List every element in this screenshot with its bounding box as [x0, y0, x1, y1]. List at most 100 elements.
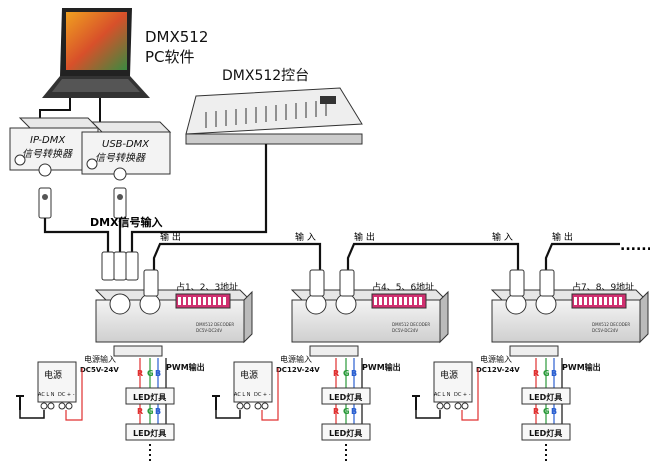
- xlr-socket-in: [305, 293, 327, 315]
- dip-switch-key: [404, 297, 407, 305]
- terminal-screw: [261, 402, 269, 410]
- power-ac-label: AC L N: [234, 392, 251, 398]
- ac-wire: [215, 410, 241, 419]
- xlr-plug-in: [509, 269, 525, 297]
- decoder-voltage: DC5V-24V: [80, 366, 119, 374]
- dip-switch-key: [619, 297, 622, 305]
- pwm-output-label: PWM输出: [362, 362, 401, 372]
- software-title-line2: PC软件: [145, 48, 195, 66]
- power-supply-label: 电源: [44, 369, 62, 381]
- input-label-3: 输 入: [492, 231, 513, 243]
- led-lamp-box: [321, 387, 371, 405]
- ac-plug-icon: [16, 395, 24, 410]
- power-input-label: 电源输入: [84, 354, 116, 364]
- rgb-label-G: G: [147, 407, 154, 416]
- ac-plug-icon: [212, 395, 220, 410]
- power-ac-label: AC L N: [38, 392, 55, 398]
- dip-switch-key: [213, 297, 216, 305]
- led-lamp-label: LED灯具: [329, 392, 362, 402]
- terminal-screw: [243, 402, 251, 410]
- rgb-label-R: R: [333, 407, 339, 416]
- dip-switch-key: [604, 297, 607, 305]
- ip-converter-line2: 信号转换器: [22, 148, 73, 160]
- decoder-terminals: [309, 345, 359, 357]
- ac-wire: [19, 410, 45, 419]
- dc-wire-positive: [461, 368, 479, 421]
- power-dc-label: DC + -: [454, 392, 471, 398]
- dip-switch-key: [183, 297, 186, 305]
- xlr-socket-out: [139, 293, 161, 315]
- terminal-screw: [47, 402, 55, 410]
- rgb-label-B: B: [351, 407, 357, 416]
- cable-d2-to-d3: [346, 242, 520, 280]
- decoder-address: 占4、5、6地址: [372, 281, 434, 293]
- power-supply-label: 电源: [440, 369, 458, 381]
- dip-switch-key: [614, 297, 617, 305]
- dip-switch-key: [188, 297, 191, 305]
- dmx-signal-input-label: DMX信号输入: [90, 215, 163, 229]
- led-lamp-label: LED灯具: [329, 428, 362, 438]
- dip-switch-key: [389, 297, 392, 305]
- dc-wire-positive: [261, 368, 279, 421]
- usb-converter-line1: USB-DMX: [102, 139, 150, 150]
- rgb-label-R: R: [533, 369, 539, 378]
- decoder-address: 占7、8、9地址: [572, 281, 634, 293]
- xlr-plug-ip: [38, 187, 52, 219]
- rgb-label-R: R: [533, 407, 539, 416]
- decoder-side: [639, 290, 649, 344]
- rgb-label-R: R: [137, 369, 143, 378]
- dip-switch-key: [589, 297, 592, 305]
- rgb-label-B: B: [551, 369, 557, 378]
- dip-switch-key: [599, 297, 602, 305]
- dip-switch-key: [594, 297, 597, 305]
- power-supply-box: [37, 361, 77, 403]
- ac-wire: [415, 410, 441, 419]
- dip-switch-key: [203, 297, 206, 305]
- decoder-terminals: [113, 345, 163, 357]
- dip-switch-key: [178, 297, 181, 305]
- dip-switch-key: [414, 297, 417, 305]
- rgb-label-R: R: [137, 407, 143, 416]
- dip-switch-key: [609, 297, 612, 305]
- output-label-1: 输 出: [160, 231, 181, 243]
- console-title: DMX512控台: [222, 68, 309, 84]
- xlr-plug-usb: [113, 187, 127, 219]
- rgb-label-B: B: [551, 407, 557, 416]
- terminal-screw: [236, 402, 244, 410]
- dip-switch-key: [193, 297, 196, 305]
- cable-d3-out: [544, 242, 620, 280]
- terminal-screw: [254, 402, 262, 410]
- xlr-socket-in: [505, 293, 527, 315]
- terminal-screw: [443, 402, 451, 410]
- ip-converter-line1: IP-DMX: [30, 135, 66, 146]
- output-label-2: 输 出: [354, 231, 375, 243]
- cable-console-to-decoder1: [130, 144, 268, 252]
- led-lamp-box: [125, 423, 175, 441]
- decoder-terminals: [509, 345, 559, 357]
- led-lamp-label: LED灯具: [133, 392, 166, 402]
- terminal-screw: [65, 402, 73, 410]
- terminal-screw: [436, 402, 444, 410]
- rgb-label-G: G: [543, 369, 550, 378]
- rgb-label-R: R: [333, 369, 339, 378]
- xlr-socket-in: [109, 293, 131, 315]
- led-lamp-label: LED灯具: [529, 428, 562, 438]
- laptop-icon: [42, 8, 150, 98]
- dip-switch-key: [208, 297, 211, 305]
- software-title-line1: DMX512: [145, 28, 208, 46]
- dip-switch-key: [218, 297, 221, 305]
- continuation-dots: ......: [620, 238, 650, 254]
- pwm-output-label: PWM输出: [166, 362, 205, 372]
- dmx512-console: [185, 87, 363, 145]
- led-lamp-label: LED灯具: [133, 428, 166, 438]
- dip-switch-key: [223, 297, 226, 305]
- dip-switch-key: [419, 297, 422, 305]
- dc-wire-positive: [65, 368, 83, 421]
- xlr-plug-out: [339, 269, 355, 297]
- rgb-label-G: G: [343, 369, 350, 378]
